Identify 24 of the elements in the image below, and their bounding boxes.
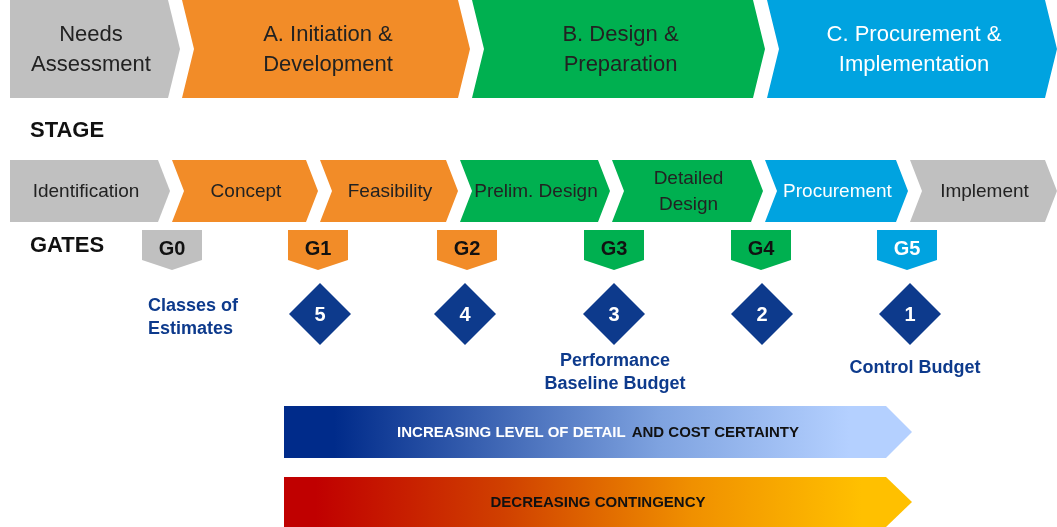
gate-marker: G5: [877, 230, 937, 270]
stage-band: Needs Assessment: [10, 0, 180, 98]
stage-band: Implement: [910, 160, 1057, 222]
stage-band: B. Design & Preparation: [472, 0, 765, 98]
stage-band: Identification: [10, 160, 170, 222]
estimate-label: Classes of Estimates: [148, 294, 240, 341]
gate-marker: G1: [288, 230, 348, 270]
stage-band: Feasibility: [320, 160, 458, 222]
estimate-label: Control Budget: [848, 356, 982, 379]
stage-band: Concept: [172, 160, 318, 222]
row-heading: GATES: [30, 231, 106, 259]
gate-marker: G2: [437, 230, 497, 270]
gate-marker: G0: [142, 230, 202, 270]
estimate-label: Performance Baseline Budget: [543, 349, 687, 396]
stage-band: Prelim. Design: [460, 160, 610, 222]
arrow-text: INCREASING LEVEL OF DETAIL: [397, 421, 626, 442]
stage-band: A. Initiation & Development: [182, 0, 470, 98]
gate-marker: G4: [731, 230, 791, 270]
row-heading: STAGE: [30, 116, 106, 144]
gate-marker: G3: [584, 230, 644, 270]
stage-band: Detailed Design: [612, 160, 763, 222]
stage-band: C. Procurement & Implementation: [767, 0, 1057, 98]
stage-band: Procurement: [765, 160, 908, 222]
arrow-text: AND COST CERTAINTY: [631, 421, 799, 442]
